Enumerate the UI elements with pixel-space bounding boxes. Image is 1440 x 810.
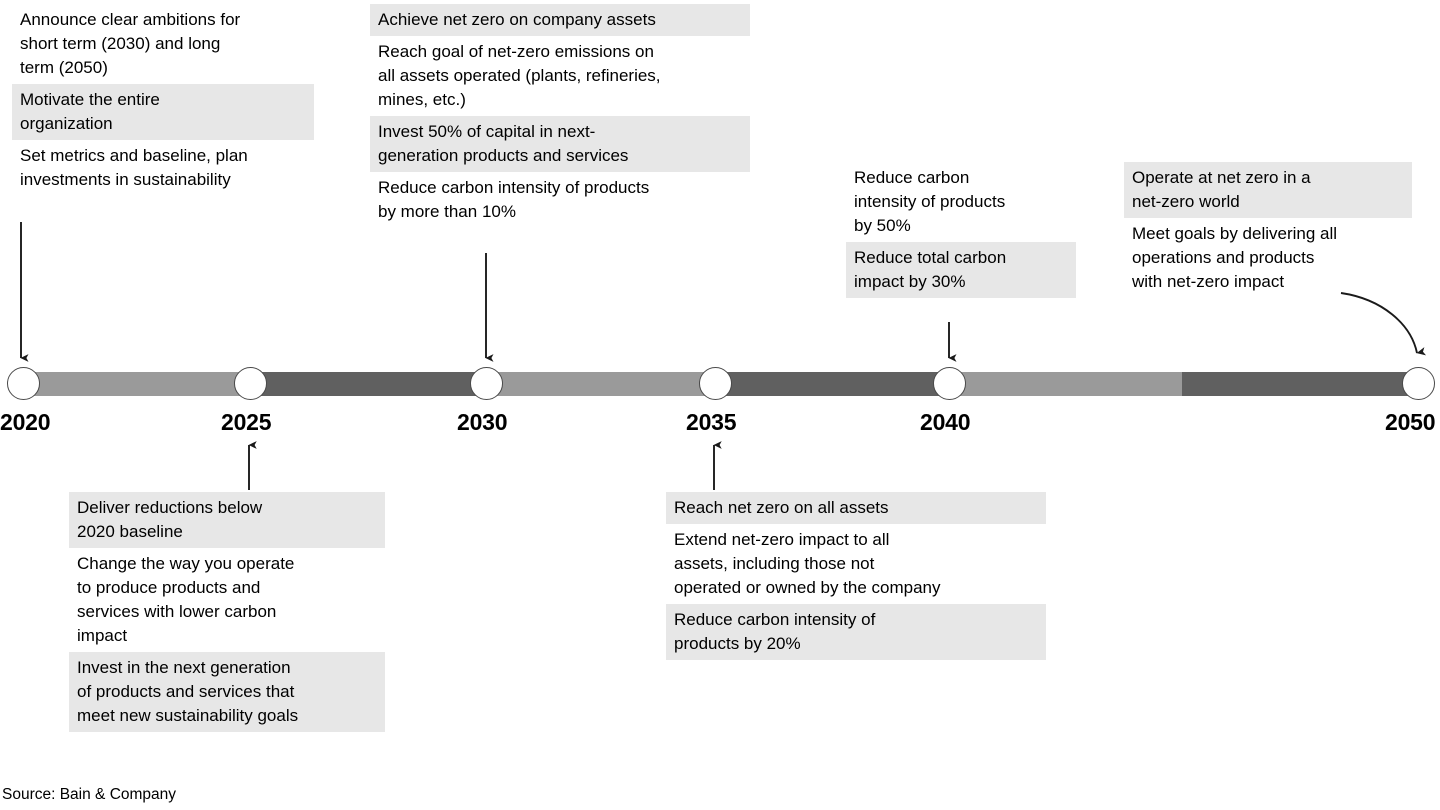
note-2035-0: Reach net zero on all assets: [666, 492, 1046, 524]
note-2030-0: Achieve net zero on company assets: [370, 4, 750, 36]
year-label-2025: 2025: [221, 409, 272, 435]
note-2035-1: Extend net-zero impact to all assets, in…: [674, 530, 941, 597]
timeline-node-2030[interactable]: [470, 367, 503, 400]
milestone-notes-2050: Operate at net zero in a net-zero world …: [1124, 162, 1412, 298]
milestone-notes-2030: Achieve net zero on company assets Reach…: [370, 4, 750, 228]
note-2020-1: Motivate the entire organization: [12, 84, 314, 140]
year-label-2050: 2050: [1385, 409, 1436, 435]
note-2030-2: Invest 50% of capital in next- generatio…: [370, 116, 750, 172]
note-2040-0: Reduce carbon intensity of products by 5…: [854, 168, 1006, 235]
year-label-2020: 2020: [0, 409, 51, 435]
arrow-2050-curved: [1340, 292, 1427, 356]
year-label-2040: 2040: [920, 409, 971, 435]
year-label-2030: 2030: [457, 409, 508, 435]
timeline-node-2050[interactable]: [1402, 367, 1435, 400]
note-2035-2: Reduce carbon intensity of products by 2…: [666, 604, 1046, 660]
note-2030-3: Reduce carbon intensity of products by m…: [378, 178, 650, 221]
note-2025-0: Deliver reductions below 2020 baseline: [69, 492, 385, 548]
note-2025-1: Change the way you operate to produce pr…: [77, 554, 295, 645]
note-2050-1: Meet goals by delivering all operations …: [1132, 224, 1338, 291]
milestone-notes-2025: Deliver reductions below 2020 baseline C…: [69, 492, 385, 732]
year-label-2035: 2035: [686, 409, 737, 435]
timeline-node-2025[interactable]: [234, 367, 267, 400]
segment-2020-2025: [23, 372, 250, 396]
milestone-notes-2040: Reduce carbon intensity of products by 5…: [846, 162, 1076, 298]
note-2040-1: Reduce total carbon impact by 30%: [846, 242, 1076, 298]
segment-2025-2030: [250, 372, 486, 396]
timeline-node-2035[interactable]: [699, 367, 732, 400]
timeline-node-2020[interactable]: [7, 367, 40, 400]
source-note: Source: Bain & Company: [2, 786, 177, 803]
segment-2047-2050: [1182, 372, 1418, 396]
note-2030-1: Reach goal of net-zero emissions on all …: [378, 42, 661, 109]
note-2020-0: Announce clear ambitions for short term …: [20, 10, 241, 77]
segment-2035-2040: [715, 372, 949, 396]
segment-2030-2035: [486, 372, 715, 396]
note-2020-2: Set metrics and baseline, plan investmen…: [20, 146, 248, 189]
milestone-notes-2035: Reach net zero on all assets Extend net-…: [666, 492, 1046, 660]
milestone-notes-2020: Announce clear ambitions for short term …: [12, 4, 314, 196]
note-2050-0: Operate at net zero in a net-zero world: [1124, 162, 1412, 218]
segment-2040-2047: [949, 372, 1182, 396]
timeline-node-2040[interactable]: [933, 367, 966, 400]
timeline-axis: [0, 367, 1440, 432]
note-2025-2: Invest in the next generation of product…: [69, 652, 385, 732]
